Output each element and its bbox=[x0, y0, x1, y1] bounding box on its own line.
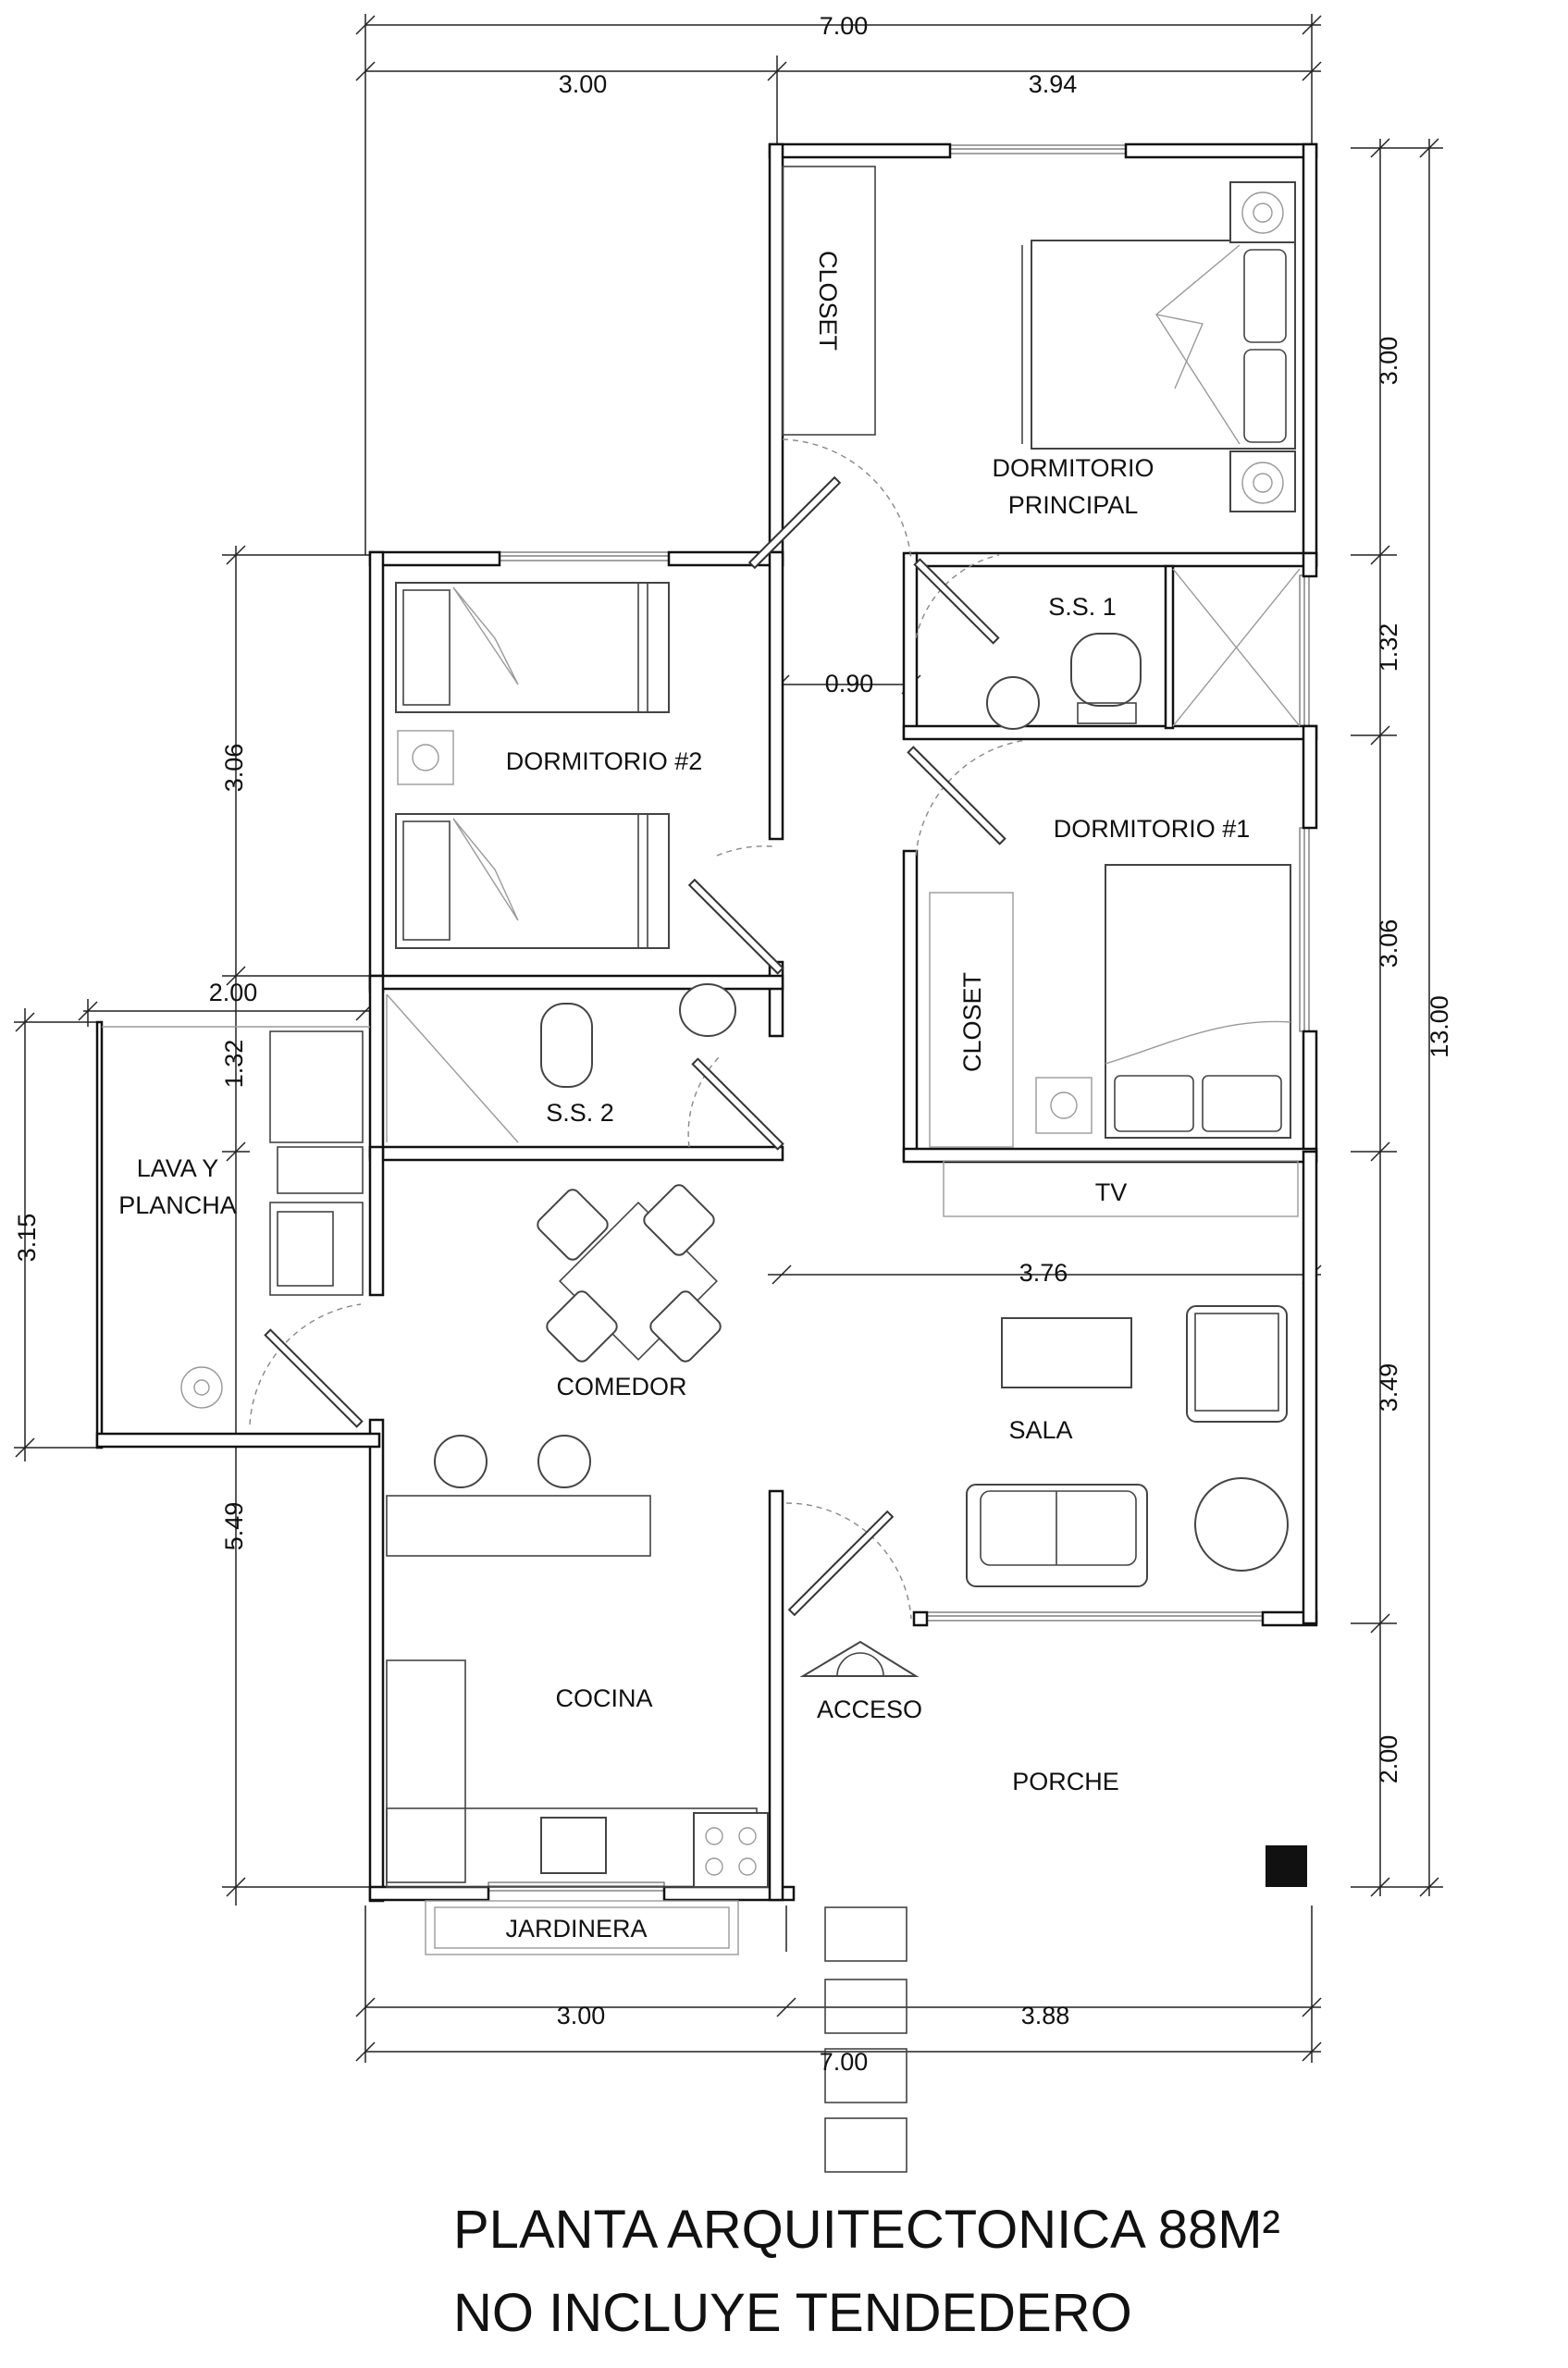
toilet bbox=[1070, 633, 1142, 707]
acceso-label: ACCESO bbox=[817, 1696, 922, 1723]
dim-laundry-width: 2.00 bbox=[209, 979, 258, 1006]
dim-bottom-right: 3.88 bbox=[1021, 2002, 1070, 2029]
dim-left-ss2: 1.32 bbox=[220, 1040, 248, 1089]
bed bbox=[395, 582, 670, 713]
dim-right-3: 3.06 bbox=[1375, 919, 1402, 968]
dormitorio-2-label: DORMITORIO #2 bbox=[506, 747, 703, 775]
sink bbox=[679, 983, 736, 1037]
dim-bottom-left: 3.00 bbox=[557, 2002, 606, 2029]
master-bed bbox=[1031, 240, 1296, 450]
armchair bbox=[1186, 1305, 1288, 1423]
stool bbox=[537, 1435, 591, 1488]
ss2-label: S.S. 2 bbox=[546, 1099, 614, 1127]
sala-label: SALA bbox=[1008, 1416, 1072, 1444]
dim-right-2: 1.32 bbox=[1375, 623, 1402, 672]
dormitorio-principal-label-2: PRINCIPAL bbox=[1008, 491, 1139, 519]
dormitorio-1-label: DORMITORIO #1 bbox=[1054, 815, 1251, 843]
tv-label: TV bbox=[1095, 1178, 1128, 1206]
stool bbox=[434, 1435, 488, 1488]
dim-right-5: 2.00 bbox=[1375, 1735, 1402, 1784]
dim-top-total: 7.00 bbox=[820, 12, 869, 40]
lava-label-2: PLANCHA bbox=[118, 1191, 237, 1219]
dim-sala-width: 3.76 bbox=[1019, 1259, 1068, 1287]
coffee-table bbox=[1001, 1317, 1132, 1388]
sink bbox=[986, 676, 1040, 730]
dormitorio-principal-label-1: DORMITORIO bbox=[993, 454, 1154, 482]
dim-hall-width: 0.90 bbox=[825, 670, 874, 697]
nightstand bbox=[1229, 450, 1296, 512]
lava-label-1: LAVA Y bbox=[137, 1154, 219, 1182]
round-table bbox=[1194, 1477, 1289, 1572]
jardinera-label: JARDINERA bbox=[505, 1915, 647, 1942]
ss1-label: S.S. 1 bbox=[1048, 593, 1117, 621]
toilet bbox=[540, 1003, 593, 1088]
dim-laundry-height: 3.15 bbox=[13, 1214, 41, 1263]
dim-right-4: 3.49 bbox=[1375, 1363, 1402, 1412]
dim-right-1: 3.00 bbox=[1375, 337, 1402, 386]
furniture bbox=[180, 166, 1307, 2173]
doors bbox=[249, 438, 1028, 1620]
cocina-label: COCINA bbox=[555, 1684, 652, 1712]
dim-left-lower: 5.49 bbox=[220, 1502, 248, 1551]
dim-top-right: 3.94 bbox=[1029, 70, 1078, 98]
closet-principal-label: CLOSET bbox=[814, 251, 842, 351]
closet-1-label: CLOSET bbox=[958, 972, 986, 1072]
dim-left-dorm2: 3.06 bbox=[220, 744, 248, 793]
plan-title: PLANTA ARQUITECTONICA 88M² bbox=[453, 2200, 1280, 2260]
comedor-label: COMEDOR bbox=[557, 1373, 687, 1400]
stove bbox=[693, 1812, 769, 1888]
bed bbox=[395, 813, 670, 949]
bed bbox=[1105, 864, 1291, 1139]
plan-subtitle: NO INCLUYE TENDEDERO bbox=[453, 2283, 1132, 2343]
dim-right-total: 13.00 bbox=[1426, 995, 1453, 1058]
dim-bottom-total: 7.00 bbox=[820, 2048, 869, 2076]
dimension-lines bbox=[14, 14, 1443, 2063]
porche-label: PORCHE bbox=[1012, 1768, 1119, 1795]
dim-top-left: 3.00 bbox=[559, 70, 608, 98]
kitchen-sink bbox=[540, 1817, 607, 1874]
